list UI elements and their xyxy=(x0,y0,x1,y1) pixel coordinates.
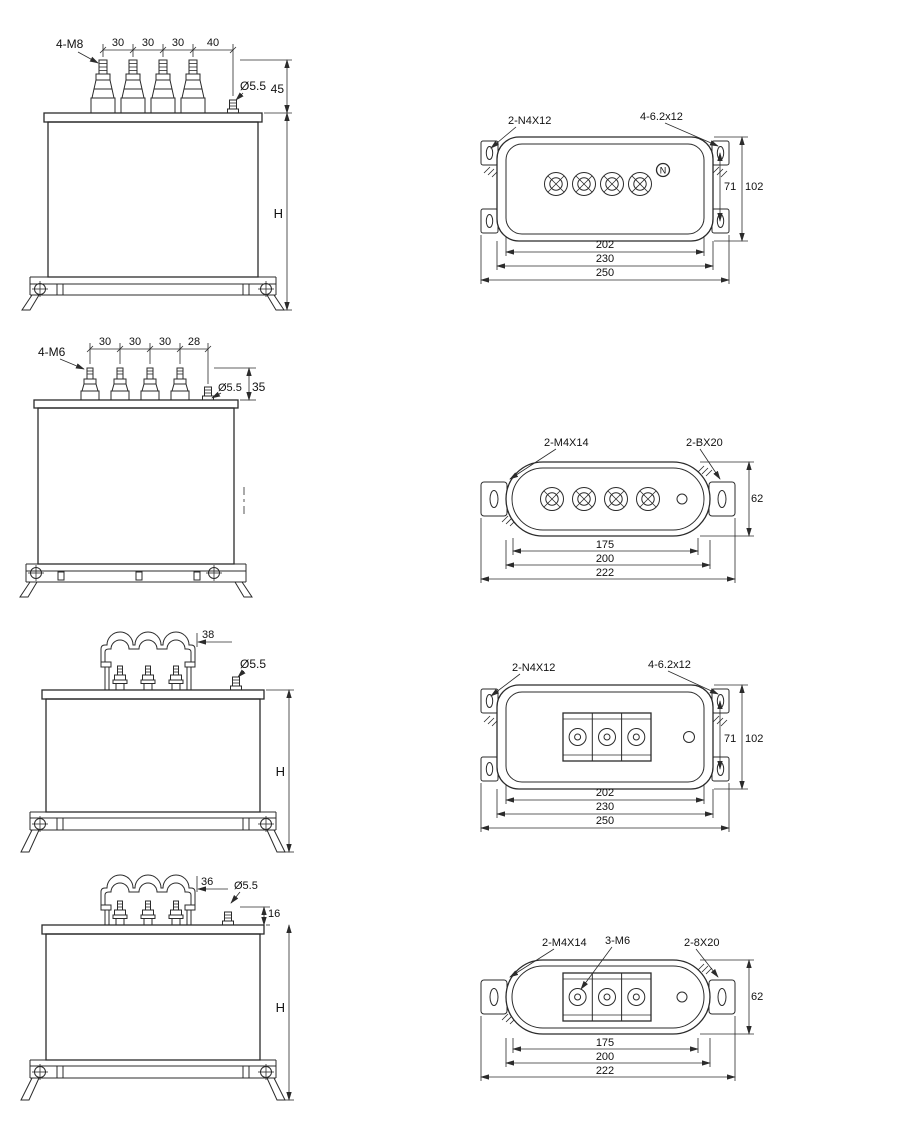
mounting-tab xyxy=(711,208,730,234)
top-view-row1: N 2-N4X12 4-6.2x12 71 102 202 230 250 xyxy=(480,111,763,284)
terminal-spec-mid: 3-M6 xyxy=(605,935,630,947)
front-view-row3: 38 Ø5.5 H xyxy=(20,629,294,853)
aux-hole xyxy=(676,991,688,1003)
dim-body-height: H xyxy=(274,206,283,221)
dim-width-inner: 175 xyxy=(596,539,614,551)
dim-width-overall: 222 xyxy=(596,1065,614,1077)
hatch-mark xyxy=(483,166,499,178)
mount-spec-right: 2-8X20 xyxy=(684,937,719,949)
dim-terminal-height: 45 xyxy=(271,82,285,96)
dim-cover: 36 xyxy=(201,876,213,888)
terminal-bushing xyxy=(90,59,116,114)
mounting-tab xyxy=(708,481,736,517)
mount-spec-left: 2-N4X12 xyxy=(512,662,555,674)
dim-flange-height: 102 xyxy=(745,733,763,745)
terminal-bushing xyxy=(120,59,146,114)
ground-hole-label: Ø5.5 xyxy=(240,657,266,671)
top-view-row4: 2-M4X14 3-M6 2-8X20 62 175 200 222 xyxy=(480,935,763,1081)
terminal-stud xyxy=(168,900,184,926)
dim-stud-height: 16 xyxy=(268,908,280,920)
dim-body-height: H xyxy=(276,1000,285,1015)
terminal-stud xyxy=(168,665,184,691)
dim-width-inner: 202 xyxy=(596,787,614,799)
front-view-row1: 4-M8 30 30 30 40 Ø5.5 45 H xyxy=(21,37,292,311)
terminal-stud xyxy=(140,900,156,926)
dim-width-flange: 230 xyxy=(596,253,614,265)
aux-hole xyxy=(683,731,695,743)
mounting-tab xyxy=(708,979,736,1015)
dim-pitch-2: 30 xyxy=(129,336,141,348)
dim-pitch-1: 30 xyxy=(112,37,124,49)
front-view-row4: 36 Ø5.5 16 H xyxy=(20,874,294,1101)
ground-stud xyxy=(222,911,234,926)
mount-spec-right: 4-6.2x12 xyxy=(648,659,691,671)
dim-hole-span: 71 xyxy=(724,181,736,193)
dim-pitch-4: 40 xyxy=(207,37,219,49)
dim-width-inner: 175 xyxy=(596,1037,614,1049)
terminal-spec-label: 4-M8 xyxy=(56,37,84,51)
terminal-spec-label: 4-M6 xyxy=(38,345,66,359)
dim-pitch-3: 30 xyxy=(172,37,184,49)
mount-spec-right: 2-BX20 xyxy=(686,437,723,449)
top-view-row2: 2-M4X14 2-BX20 62 175 200 222 xyxy=(480,437,763,583)
dim-width-overall: 250 xyxy=(596,815,614,827)
ground-stud xyxy=(230,676,242,691)
aux-hole xyxy=(676,493,688,505)
dim-height: 62 xyxy=(751,991,763,1003)
terminal-stud xyxy=(112,665,128,691)
dim-width-flange: 230 xyxy=(596,801,614,813)
terminal-bushing xyxy=(170,367,190,401)
dim-width-overall: 250 xyxy=(596,267,614,279)
ground-hole-label: Ø5.5 xyxy=(218,382,242,394)
dim-pitch-3: 30 xyxy=(159,336,171,348)
ground-stud xyxy=(202,386,214,401)
neutral-label: N xyxy=(660,166,667,176)
ground-stud xyxy=(227,99,239,114)
dim-hole-span: 71 xyxy=(724,733,736,745)
dim-height: 62 xyxy=(751,493,763,505)
terminal-block xyxy=(562,972,652,1022)
mount-spec-right: 4-6.2x12 xyxy=(640,111,683,123)
terminal-bushing xyxy=(180,59,206,114)
mounting-tab xyxy=(711,756,730,782)
mount-spec-left: 2-M4X14 xyxy=(542,937,587,949)
terminal-bushing xyxy=(80,367,100,401)
dim-width-inner: 202 xyxy=(596,239,614,251)
dim-pitch-2: 30 xyxy=(142,37,154,49)
terminal-bushing xyxy=(110,367,130,401)
terminal-bushing xyxy=(150,59,176,114)
mounting-tab xyxy=(480,481,508,517)
terminal-stud xyxy=(140,665,156,691)
dim-pitch-1: 30 xyxy=(99,336,111,348)
mounting-hole-icon xyxy=(27,564,45,582)
terminal-block xyxy=(562,712,652,762)
mounting-hole-icon xyxy=(205,564,223,582)
dim-body-height: H xyxy=(276,764,285,779)
dim-width-overall: 222 xyxy=(596,567,614,579)
mounting-tab xyxy=(480,756,499,782)
terminal-cover xyxy=(100,874,196,911)
terminal-bushing xyxy=(140,367,160,401)
dim-flange-height: 102 xyxy=(745,181,763,193)
top-view-row3: 2-N4X12 4-6.2x12 71 102 202 230 250 xyxy=(480,659,763,832)
mounting-tab xyxy=(480,979,508,1015)
neutral-terminal xyxy=(655,162,671,178)
mount-spec-left: 2-M4X14 xyxy=(544,437,589,449)
ground-hole-label: Ø5.5 xyxy=(240,79,266,93)
mounting-tab xyxy=(480,208,499,234)
front-view-row2: 4-M6 30 30 30 28 Ø5.5 35 xyxy=(19,336,266,598)
dim-cover: 38 xyxy=(202,629,214,641)
mount-spec-left: 2-N4X12 xyxy=(508,115,551,127)
ground-hole-label: Ø5.5 xyxy=(234,880,258,892)
dim-pitch-4: 28 xyxy=(188,336,200,348)
dim-terminal-height: 35 xyxy=(252,380,266,394)
hatch-mark xyxy=(483,715,499,727)
terminal-stud xyxy=(112,900,128,926)
dim-width-body: 200 xyxy=(596,553,614,565)
terminal-cover xyxy=(100,631,196,668)
dim-width-body: 200 xyxy=(596,1051,614,1063)
